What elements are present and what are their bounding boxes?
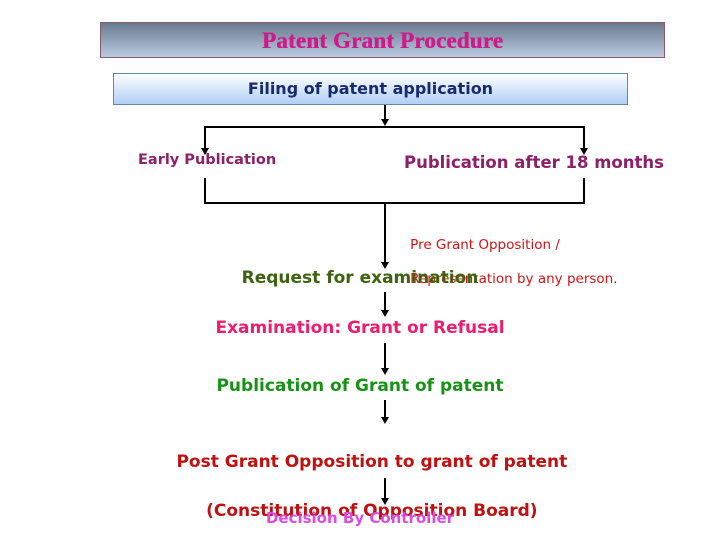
connector-merge-to-request-for-examination: [384, 202, 386, 264]
node-filing-of-patent-application: Filing of patent application: [113, 73, 628, 105]
node-request-for-examination: Request for examination: [241, 268, 479, 288]
node-post-grant-opposition-line1: Post Grant Opposition to grant of patent: [176, 451, 568, 472]
connector-publication-of-grant-to-post-grant: [384, 400, 386, 419]
note-pre-grant-opposition: Pre Grant Opposition / Representation by…: [393, 220, 618, 304]
connector-split-to-early-publication: [204, 126, 206, 150]
connector-split-to-publication-18-months: [583, 126, 585, 150]
node-examination-grant-or-refusal: Examination: Grant or Refusal: [215, 318, 505, 338]
node-decision-by-controller: Decision By Controller: [265, 509, 455, 527]
node-post-grant-opposition-line2: (Constitution of Opposition Board): [206, 500, 538, 521]
node-early-publication: Early Publication: [138, 152, 277, 168]
connector-split-bar: [204, 126, 585, 128]
arrowhead-filing-to-split: [381, 119, 389, 126]
arrowhead-examination: [381, 310, 389, 317]
connector-examination-to-publication-of-grant: [384, 343, 386, 370]
arrowhead-publication-of-grant: [381, 368, 389, 375]
node-publication-of-grant-of-patent: Publication of Grant of patent: [216, 376, 504, 396]
connector-early-publication-to-merge: [204, 178, 206, 203]
arrowhead-request-for-examination: [381, 262, 389, 269]
note-pre-grant-opposition-line2: Representation by any person.: [410, 270, 618, 287]
arrowhead-decision-by-controller: [381, 498, 389, 505]
node-publication-after-18-months: Publication after 18 months: [404, 153, 664, 172]
connector-post-grant-to-decision: [384, 478, 386, 500]
arrowhead-post-grant-opposition: [381, 417, 389, 424]
node-post-grant-opposition: Post Grant Opposition to grant of patent…: [0, 425, 720, 548]
title-banner: Patent Grant Procedure: [100, 22, 665, 58]
arrowhead-early-publication: [201, 148, 209, 155]
note-pre-grant-opposition-line1: Pre Grant Opposition /: [410, 236, 560, 253]
arrowhead-publication-18-months: [580, 148, 588, 155]
connector-request-to-examination: [384, 292, 386, 312]
connector-merge-bar: [204, 202, 585, 204]
connector-publication-18-months-to-merge: [583, 178, 585, 203]
connector-filing-to-split: [384, 105, 386, 121]
page-title: Patent Grant Procedure: [261, 27, 504, 53]
node-label-filing: Filing of patent application: [247, 79, 494, 98]
